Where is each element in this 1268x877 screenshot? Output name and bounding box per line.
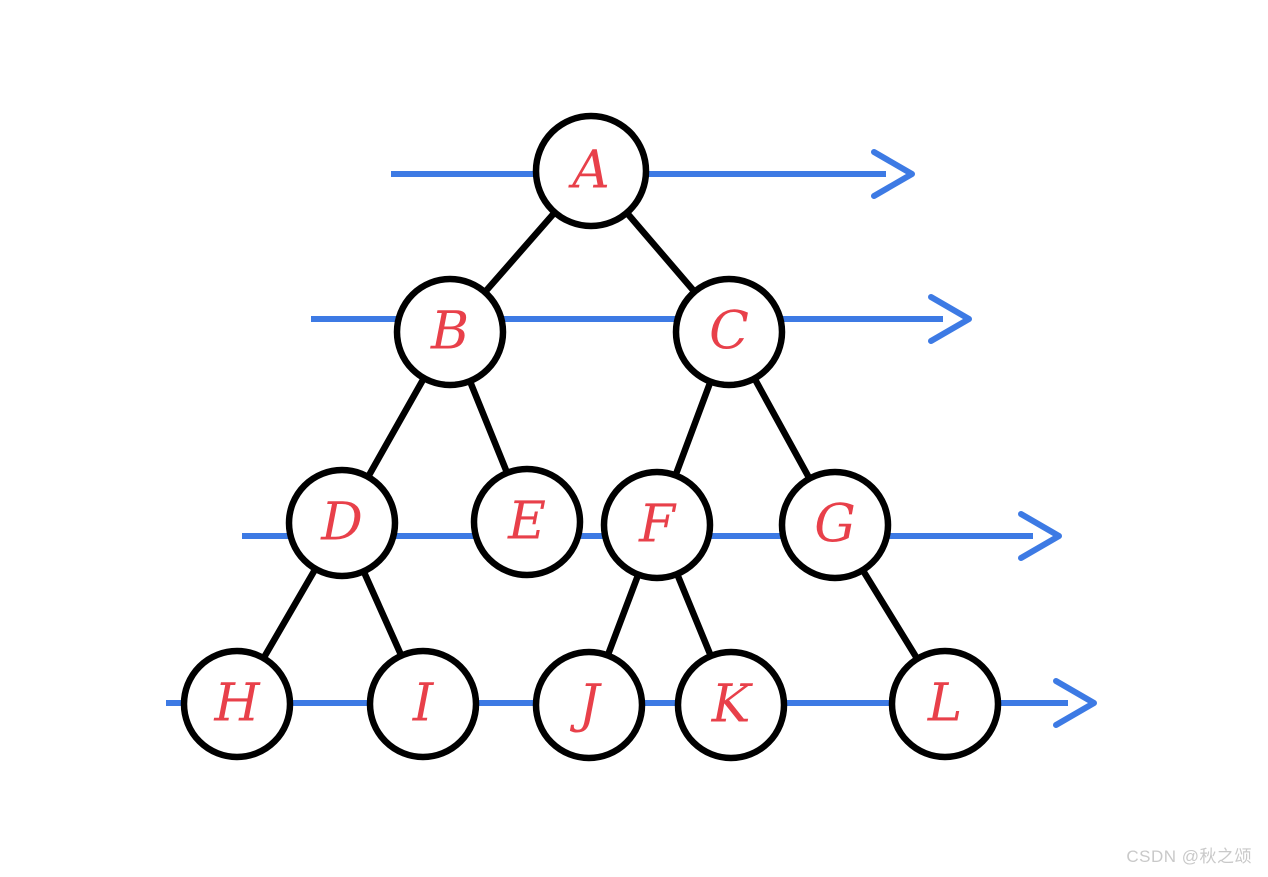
- node-label-g: G: [814, 495, 856, 555]
- tree-edge-a-c: [622, 208, 699, 296]
- node-circle-c[interactable]: [672, 275, 786, 389]
- tree-edge-f-k: [673, 569, 715, 661]
- node-label-i: I: [412, 674, 435, 734]
- tree-edge-f-j: [604, 570, 642, 660]
- node-circle-a[interactable]: [532, 112, 650, 230]
- tree-edge-d-i: [359, 567, 406, 660]
- tree-edges-group: [259, 208, 922, 663]
- node-label-c: C: [709, 302, 749, 362]
- node-label-b: B: [430, 302, 469, 362]
- node-circle-f[interactable]: [600, 468, 714, 582]
- csdn-watermark: CSDN @秋之颂: [1126, 847, 1252, 866]
- node-circle-l[interactable]: [888, 647, 1002, 761]
- node-label-a: A: [568, 141, 610, 201]
- node-label-d: D: [320, 493, 363, 553]
- level-arrow-head-4: [1053, 678, 1097, 728]
- node-circle-g[interactable]: [778, 468, 892, 582]
- tree-edge-a-b: [481, 208, 559, 297]
- level-arrow-head-3: [1018, 511, 1062, 561]
- level-arrow-head-2: [928, 294, 972, 344]
- node-label-k: K: [711, 675, 754, 735]
- tree-edge-g-l: [858, 566, 922, 663]
- tree-edge-b-d: [364, 374, 428, 481]
- node-circle-i[interactable]: [366, 647, 480, 761]
- tree-edge-c-f: [671, 377, 715, 480]
- level-arrow-1: [391, 149, 915, 199]
- node-circle-e[interactable]: [470, 465, 584, 579]
- node-label-f: F: [638, 495, 677, 555]
- node-circle-j[interactable]: [532, 648, 646, 762]
- node-circle-h[interactable]: [180, 647, 294, 761]
- level-arrow-head-1: [871, 149, 915, 199]
- node-circle-d[interactable]: [285, 466, 399, 580]
- node-label-l: L: [927, 674, 963, 734]
- tree-edge-b-e: [466, 376, 511, 478]
- tree-edge-c-g: [750, 374, 814, 483]
- node-circle-k[interactable]: [674, 648, 788, 762]
- tree-edge-d-h: [259, 564, 320, 663]
- node-label-h: H: [213, 674, 261, 734]
- node-label-e: E: [507, 492, 546, 552]
- node-circle-b[interactable]: [393, 275, 507, 389]
- level-arrows-group: [166, 149, 1097, 728]
